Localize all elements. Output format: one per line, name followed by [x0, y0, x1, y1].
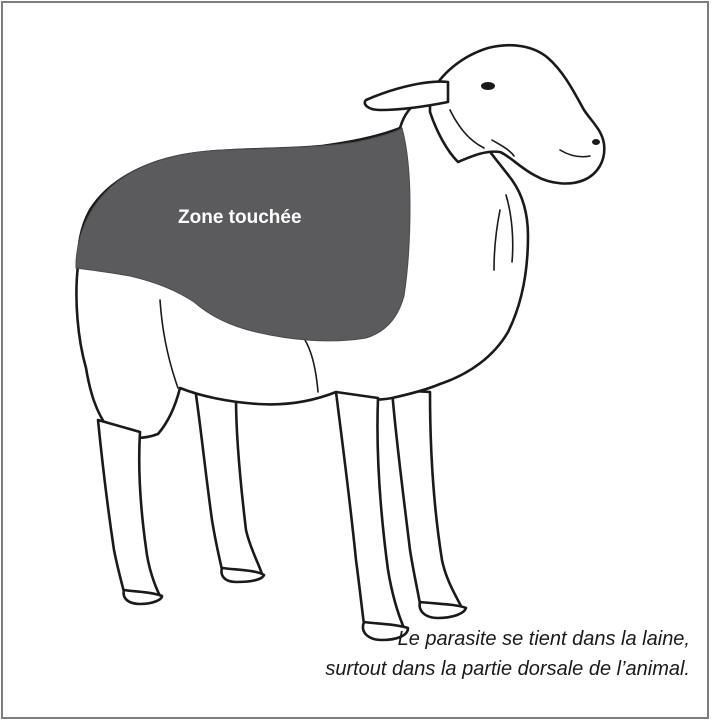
sheep-eye	[481, 82, 495, 90]
back-front-leg	[392, 390, 462, 611]
caption-line-2: surtout dans la partie dorsale de l’anim…	[90, 654, 690, 684]
rear-leg	[98, 420, 160, 600]
affected-zone-label: Zone touchée	[178, 207, 302, 229]
back-rear-leg	[195, 388, 262, 577]
caption-line-1: Le parasite se tient dans la laine,	[90, 624, 690, 654]
front-leg	[336, 392, 404, 632]
sheep-nostril	[592, 139, 600, 145]
figure-caption: Le parasite se tient dans la laine, surt…	[90, 624, 690, 684]
